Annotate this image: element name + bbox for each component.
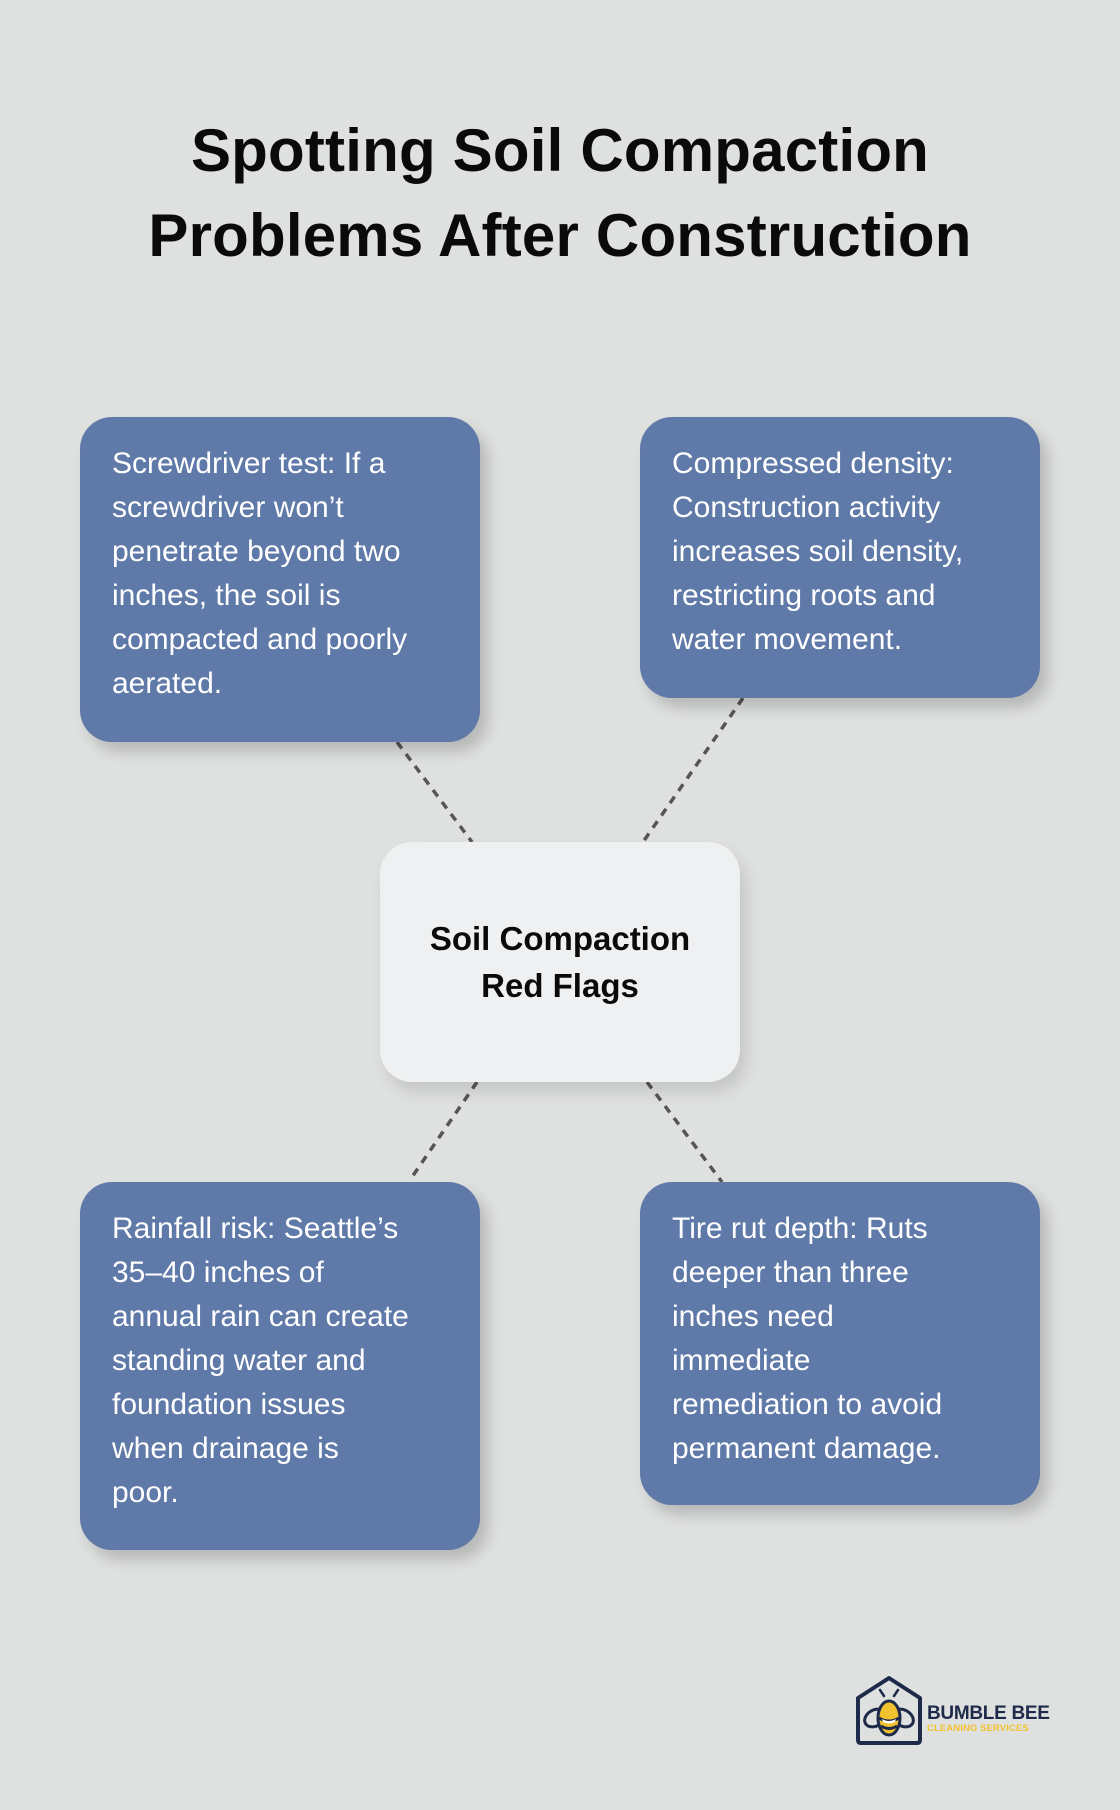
center-text-line: Red Flags xyxy=(481,967,639,1004)
page-title: Spotting Soil Compaction Problems After … xyxy=(0,108,1120,278)
bee-house-icon xyxy=(856,1676,922,1745)
card-text-line: foundation issues xyxy=(112,1388,346,1421)
card-text-line: poor. xyxy=(112,1476,179,1509)
card-text-line: increases soil density, xyxy=(672,535,964,568)
card-text-line: inches need xyxy=(672,1300,834,1333)
brand-tagline: CLEANING SERVICES xyxy=(927,1723,1029,1734)
card-text-line: Construction activity xyxy=(672,491,941,524)
card-text-line: Tire rut depth: Ruts xyxy=(672,1212,928,1245)
connector-top-left xyxy=(395,740,474,844)
card-screwdriver-test: Screwdriver test: If a screwdriver won’t… xyxy=(80,417,480,742)
card-text-line: restricting roots and xyxy=(672,579,936,612)
card-rainfall-risk: Rainfall risk: Seattle’s 35–40 inches of… xyxy=(80,1182,480,1550)
card-text-line: penetrate beyond two xyxy=(112,535,401,568)
connector-top-right xyxy=(641,697,745,843)
connector-bottom-right xyxy=(645,1080,724,1184)
card-text-line: compacted and poorly xyxy=(112,623,408,656)
title-line-2: Problems After Construction xyxy=(148,202,972,269)
card-compressed-density: Compressed density: Construction activit… xyxy=(640,417,1040,698)
title-line-1: Spotting Soil Compaction xyxy=(190,117,930,184)
connector-bottom-left xyxy=(408,1081,479,1181)
center-text-line: Soil Compaction xyxy=(429,920,691,957)
card-text-line: remediation to avoid xyxy=(672,1388,943,1421)
card-text-line: standing water and xyxy=(112,1344,366,1377)
card-text-line: permanent damage. xyxy=(672,1432,941,1465)
card-text-line: annual rain can create xyxy=(112,1300,409,1333)
card-text-line: immediate xyxy=(672,1344,811,1377)
card-text-line: inches, the soil is xyxy=(112,579,341,612)
card-text-line: 35–40 inches of xyxy=(112,1256,324,1289)
card-text-line: screwdriver won’t xyxy=(112,491,344,524)
card-text-line: water movement. xyxy=(672,623,903,656)
center-topic-card: Soil Compaction Red Flags xyxy=(380,842,740,1082)
brand-logo: BUMBLE BEE CLEANING SERVICES xyxy=(853,1674,1063,1746)
brand-name: BUMBLE BEE xyxy=(927,1703,1050,1724)
card-text-line: aerated. xyxy=(112,667,223,700)
card-text-line: Rainfall risk: Seattle’s xyxy=(112,1212,399,1245)
card-tire-rut-depth: Tire rut depth: Ruts deeper than three i… xyxy=(640,1182,1040,1505)
card-text-line: Compressed density: xyxy=(672,447,954,480)
card-text-line: when drainage is xyxy=(112,1432,339,1465)
card-text-line: deeper than three xyxy=(672,1256,909,1289)
card-text-line: Screwdriver test: If a xyxy=(112,447,386,480)
